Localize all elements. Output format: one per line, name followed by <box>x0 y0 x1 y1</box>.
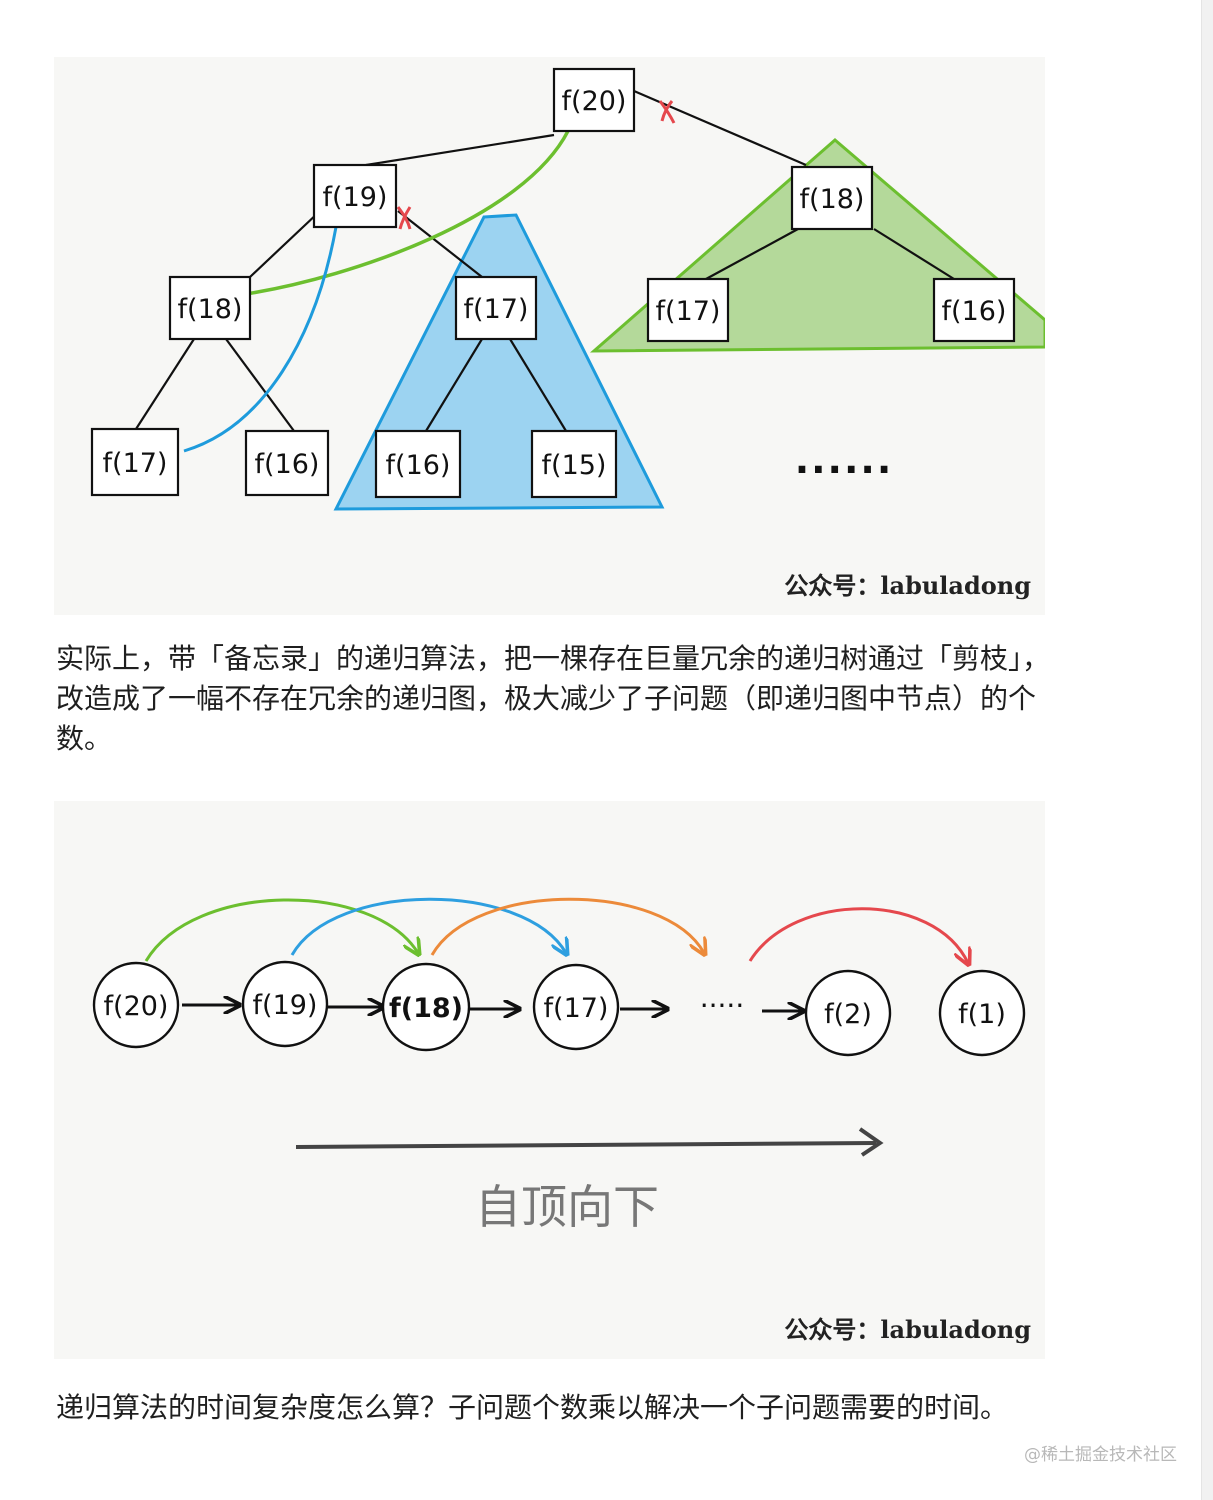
node-label: f(17) <box>103 448 168 479</box>
node-label: f(16) <box>386 450 451 481</box>
direction-arrow <box>295 1127 884 1157</box>
edge-18r-17 <box>705 228 799 280</box>
node-label: f(19) <box>323 182 388 213</box>
tree-node: f(16) <box>244 429 330 497</box>
node-label: f(20) <box>562 86 627 117</box>
orange-skip-arrow <box>430 897 704 955</box>
node-label: f(15) <box>542 450 607 481</box>
prune-mark-icon <box>396 206 412 230</box>
red-skip-arrow <box>748 907 968 963</box>
paragraph-time-complexity: 递归算法的时间复杂度怎么算？子问题个数乘以解决一个子问题需要的时间。 <box>56 1391 1009 1424</box>
tree-node: f(18) <box>790 165 874 231</box>
node-label: f(17) <box>544 993 609 1024</box>
blue-skip-arrow <box>290 897 566 955</box>
node-label: f(20) <box>104 991 169 1022</box>
tree-node: f(17) <box>454 275 538 341</box>
tree-node: f(19) <box>312 163 398 229</box>
node-label: f(18) <box>178 294 243 325</box>
green-skip-arrow <box>144 898 418 962</box>
paragraph-memo-pruning: 实际上，带「备忘录」的递归算法，把一棵存在巨量冗余的递归树通过「剪枝」，改造成了… <box>56 642 1051 755</box>
graph-node: f(1) <box>938 969 1026 1057</box>
tree-node: f(17) <box>646 277 730 343</box>
edge-19-18 <box>249 210 321 278</box>
edge-19-17 <box>397 210 483 278</box>
graph-node: f(17) <box>532 963 620 1051</box>
tree-node: f(16) <box>932 277 1016 343</box>
node-label: f(17) <box>464 294 529 325</box>
figure-watermark: 公众号：labuladong <box>784 1315 1031 1344</box>
ellipsis: ····· <box>700 989 745 1022</box>
tree-node: f(17) <box>90 427 180 497</box>
node-label: f(19) <box>253 990 318 1021</box>
blue-memo-link <box>183 226 338 453</box>
node-label: f(18) <box>800 184 865 215</box>
edge-17-15 <box>509 338 567 432</box>
node-label: f(17) <box>656 296 721 327</box>
edge-18r-16 <box>873 228 955 280</box>
tree-node: f(20) <box>552 67 636 133</box>
graph-node: f(2) <box>804 969 892 1057</box>
recursion-graph-diagram: ····· f(20) f(19) f(18) f(17) f(2) f(1) … <box>92 897 1026 1234</box>
node-label: f(1) <box>958 999 1006 1030</box>
prune-mark-icon <box>658 100 676 124</box>
scrollbar[interactable] <box>1201 0 1213 1500</box>
tree-node: f(18) <box>168 275 252 341</box>
node-label: f(2) <box>824 999 872 1030</box>
green-memo-link <box>245 130 570 296</box>
ellipsis: ...... <box>795 438 894 482</box>
graph-node: f(20) <box>92 961 180 1049</box>
recursion-tree-diagram: f(20) f(19) f(18) f(18) f(17) f(17) f(16… <box>90 67 1045 511</box>
node-label: f(16) <box>255 449 320 480</box>
recursion-tree-figure: f(20) f(19) f(18) f(18) f(17) f(17) f(16… <box>54 57 1045 615</box>
graph-node: f(18) <box>381 962 471 1052</box>
site-watermark: @稀土掘金技术社区 <box>1024 1445 1177 1465</box>
figure-watermark: 公众号：labuladong <box>784 571 1031 600</box>
edge-18l-16 <box>225 338 295 432</box>
edge-18l-17 <box>135 338 195 430</box>
node-label: f(16) <box>942 296 1007 327</box>
direction-label: 自顶向下 <box>475 1180 659 1234</box>
node-label: f(18) <box>389 993 463 1024</box>
tree-node: f(16) <box>374 429 462 499</box>
edge-17-16 <box>425 338 483 432</box>
recursion-graph-figure: ····· f(20) f(19) f(18) f(17) f(2) f(1) … <box>54 801 1045 1359</box>
tree-node: f(15) <box>530 429 618 499</box>
edge-20-19 <box>365 133 555 167</box>
graph-node: f(19) <box>241 960 329 1048</box>
